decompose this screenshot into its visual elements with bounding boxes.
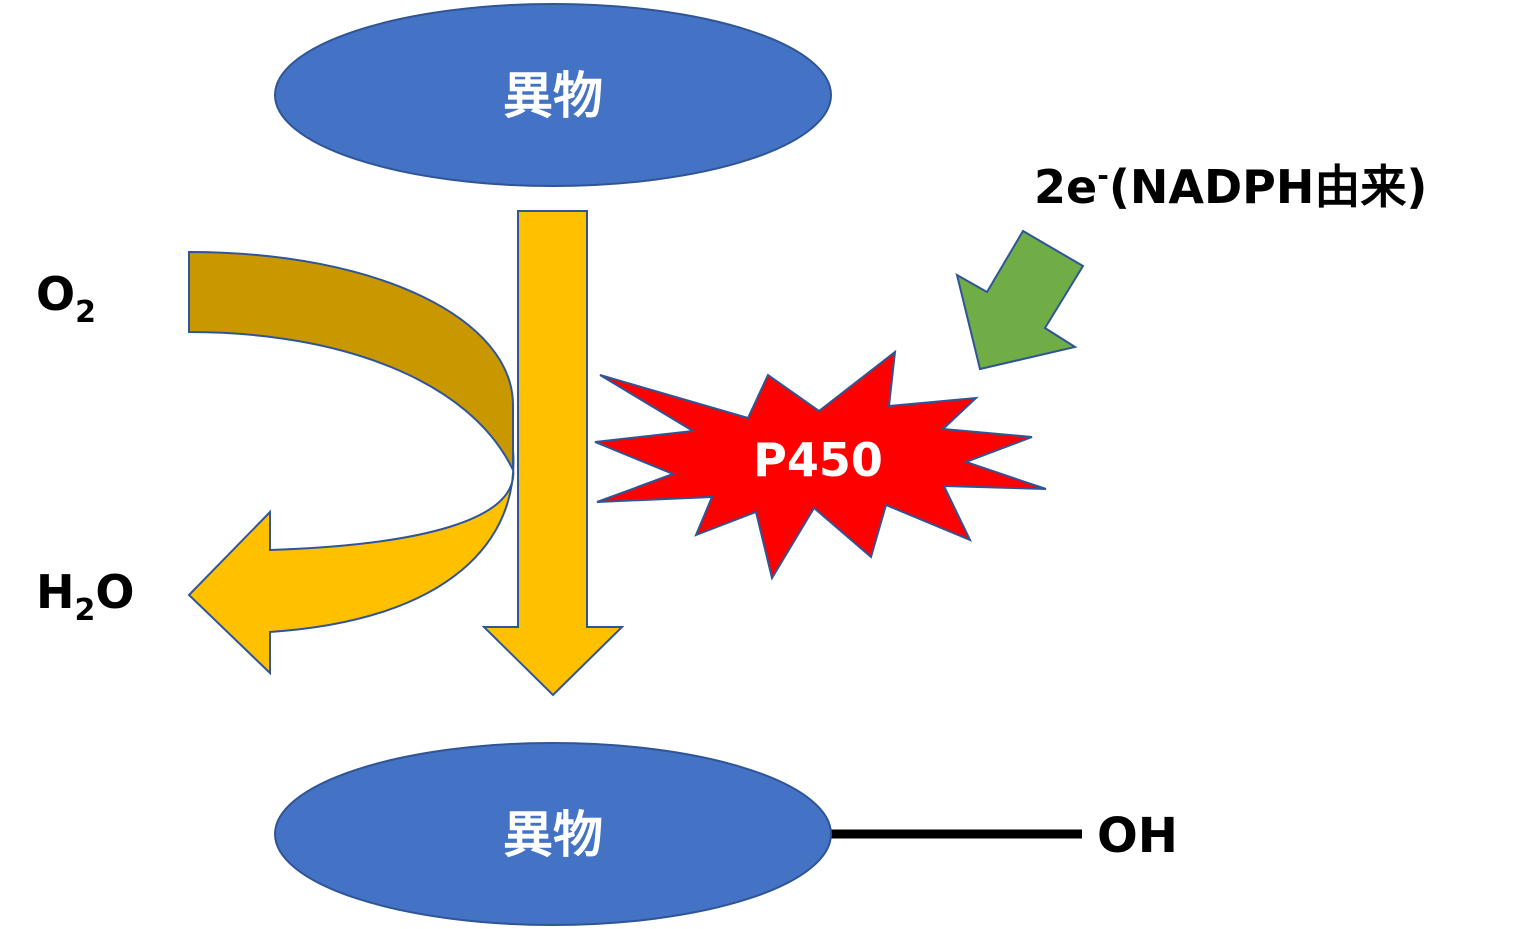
product-ellipse	[274, 742, 832, 926]
explosion-burst-icon	[594, 349, 1047, 581]
electron-count: 2e	[1034, 160, 1097, 214]
arrow-down-icon	[481, 210, 625, 697]
water-hydrogen: H	[36, 565, 75, 619]
electron-source-label: 2e-(NADPH由来)	[1034, 159, 1427, 214]
oxygen-label: O2	[36, 267, 96, 330]
substrate-label: 異物	[503, 67, 603, 125]
water-label: H2O	[36, 565, 134, 628]
oxygen-to-water-arrow	[187, 250, 515, 676]
substrate-ellipse	[274, 3, 832, 187]
oxygen-subscript: 2	[75, 295, 96, 330]
enzyme-node: P450	[594, 349, 1047, 581]
water-subscript: 2	[75, 593, 96, 628]
arrow-down-left-icon	[955, 229, 1085, 371]
curved-arrow-icon	[187, 449, 515, 676]
substrate-node: 異物	[274, 3, 832, 187]
product-label: 異物	[503, 806, 603, 864]
oxygen-symbol: O	[36, 267, 75, 321]
product-node: 異物 OH	[274, 742, 1178, 926]
enzyme-label: P450	[753, 433, 883, 487]
curved-arrow-upper-band	[188, 250, 514, 471]
hydroxyl-label: OH	[1097, 808, 1178, 864]
electron-source: (NADPH由来)	[1109, 160, 1428, 214]
water-oxygen: O	[95, 565, 134, 619]
electron-charge: -	[1097, 159, 1109, 192]
